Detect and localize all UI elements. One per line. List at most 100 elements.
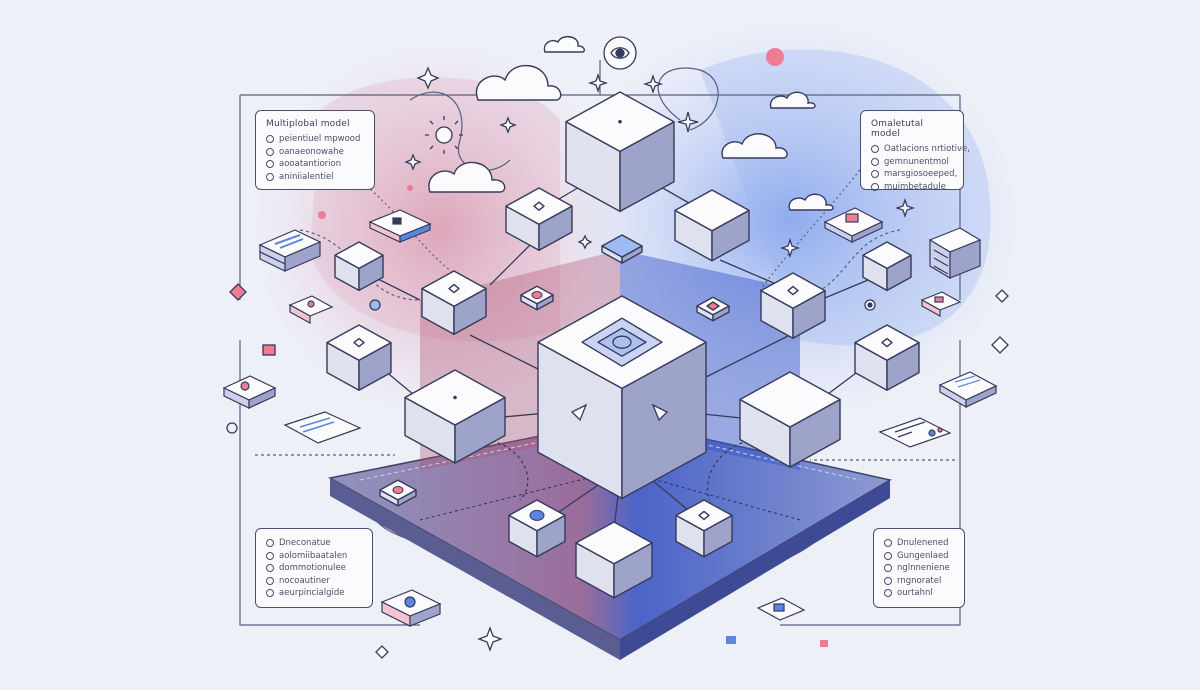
cube-node-top xyxy=(565,91,675,213)
cube-mark-icon xyxy=(698,510,710,521)
list-item: aeurpincialgide xyxy=(266,587,362,600)
decor-icons xyxy=(226,36,1009,659)
list-item: marsgiosoeeped, xyxy=(871,168,957,181)
sparkle-icon xyxy=(404,66,916,652)
bullet-icon xyxy=(266,539,274,548)
cube-node xyxy=(404,369,506,464)
cube-node xyxy=(505,187,573,252)
cube-screen-icon xyxy=(597,327,647,357)
document-stack-icon xyxy=(928,227,982,280)
panel-top-left: Multiplobal model peientiuel mpwood oana… xyxy=(255,110,375,190)
cube-node xyxy=(334,241,384,292)
image-card-icon xyxy=(696,296,730,322)
panel-bottom-left: Dneconatue aolomiibaatalen dommotionulee… xyxy=(255,528,373,608)
image-card-icon xyxy=(601,234,643,264)
bullet-icon xyxy=(266,551,274,560)
bullet-icon xyxy=(266,147,274,156)
panel-list: Dnulenened Gungenlaed nglnneniene rngnor… xyxy=(884,537,954,600)
cube-top-face xyxy=(739,371,841,428)
image-card-icon xyxy=(222,375,277,409)
panel-top-right: Omaletutal model Oatlacions nrtiotive, g… xyxy=(860,110,970,193)
tile-top xyxy=(601,234,643,258)
document-stack-icon xyxy=(938,371,998,409)
bullet-icon xyxy=(266,160,274,169)
document-stack-icon xyxy=(878,417,952,448)
bullet-icon xyxy=(884,539,892,548)
bullet-icon xyxy=(884,564,892,573)
bullet-icon xyxy=(884,551,892,560)
cube-mark-icon xyxy=(612,335,632,349)
cube-top-face xyxy=(334,241,384,270)
cube-node xyxy=(326,324,392,391)
cube-top-face xyxy=(575,521,653,565)
bullet-icon xyxy=(266,576,274,585)
image-card-icon xyxy=(379,479,417,507)
cube-mark-icon xyxy=(618,119,622,124)
arrow-icon xyxy=(651,403,669,422)
list-item: Dneconatue xyxy=(266,537,362,550)
document-items xyxy=(222,207,998,627)
list-item: Gungenlaed xyxy=(884,550,954,563)
sun-icon xyxy=(766,48,784,66)
list-item: oanaeonowahe xyxy=(266,146,364,159)
cube-mark-icon xyxy=(529,509,545,521)
panel-list: Oatlacions nrtiotive, gemnunentmol marsg… xyxy=(871,143,970,193)
cube-node xyxy=(674,189,750,262)
cube-mark-icon xyxy=(453,395,457,400)
list-item: peientiuel mpwood xyxy=(266,133,364,146)
arrow-icon xyxy=(570,403,588,422)
cloud-icon xyxy=(543,35,586,53)
cube-top-face xyxy=(674,189,750,232)
cube-mark-icon xyxy=(881,337,893,348)
list-item: aniniialentiel xyxy=(266,171,364,184)
list-item: Dnulenened xyxy=(884,537,954,550)
image-card-icon xyxy=(380,589,442,627)
eye-icon xyxy=(603,36,637,70)
bullet-icon xyxy=(871,182,879,191)
bullet-icon xyxy=(871,157,879,166)
list-item: rngnoratel xyxy=(884,575,954,588)
cube-node xyxy=(575,521,653,599)
cloud-icon xyxy=(475,64,562,101)
cube-node xyxy=(854,324,920,391)
list-item: Oatlacions nrtiotive, xyxy=(871,143,970,156)
list-item: gemnunentmol xyxy=(871,156,953,169)
cube-mark-icon xyxy=(353,337,365,348)
tile-mark-icon xyxy=(392,486,404,494)
image-card-icon xyxy=(368,209,432,243)
image-card-icon xyxy=(920,291,962,318)
image-card-icon xyxy=(288,295,334,325)
cloud-icon xyxy=(721,133,788,159)
cube-node xyxy=(508,499,566,558)
panel-list: peientiuel mpwood oanaeonowahe aooatanti… xyxy=(266,133,364,183)
tile-mark-icon xyxy=(706,301,720,311)
bullet-icon xyxy=(884,589,892,598)
list-item: dommotionulee xyxy=(266,562,362,575)
cube-top-face xyxy=(862,241,912,270)
list-item: nocoautiner xyxy=(266,575,362,588)
bullet-icon xyxy=(266,135,274,144)
panel-list: Dneconatue aolomiibaatalen dommotionulee… xyxy=(266,537,362,600)
cube-node xyxy=(862,241,912,292)
bullet-icon xyxy=(266,589,274,598)
cloud-icon xyxy=(428,161,506,193)
image-card-icon xyxy=(520,285,554,311)
cube-nodes xyxy=(326,91,920,599)
bullet-icon xyxy=(266,172,274,181)
cloud-icon xyxy=(788,193,834,211)
panel-title: Multiplobal model xyxy=(266,119,350,129)
bullet-icon xyxy=(884,576,892,585)
document-stack-icon xyxy=(258,229,322,272)
sun-icon xyxy=(425,116,463,154)
cube-mark-icon xyxy=(787,285,799,296)
bullet-icon xyxy=(871,145,879,154)
list-item: ourtahnl xyxy=(884,587,954,600)
list-item: aolomiibaatalen xyxy=(266,550,362,563)
cube-node xyxy=(739,371,841,468)
list-item: nglnneniene xyxy=(884,562,954,575)
tile-mark-icon xyxy=(531,291,543,299)
cube-mark-icon xyxy=(533,201,545,211)
cloud-icon xyxy=(769,91,816,109)
